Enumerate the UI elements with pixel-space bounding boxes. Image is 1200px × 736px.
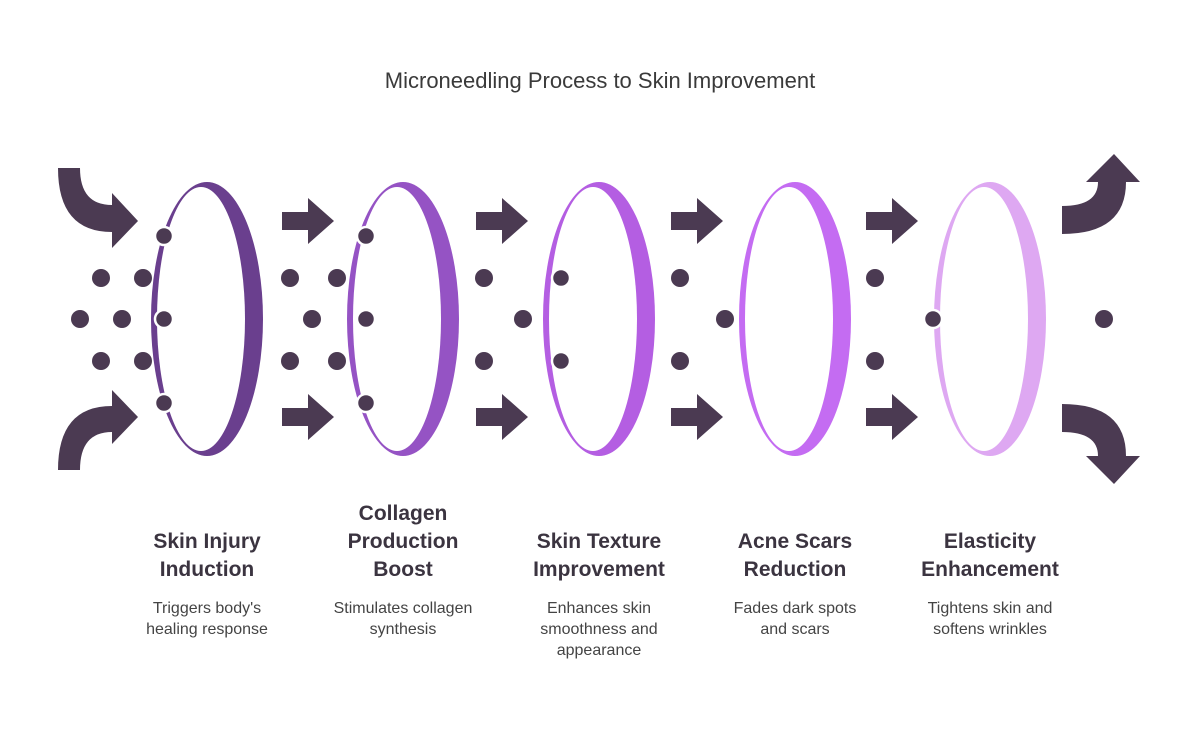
stage-title-line: Production [347,530,459,553]
particle-dot [303,310,321,328]
particle-dot [1095,310,1113,328]
stage-title-line: Improvement [533,558,665,581]
particle-dot [866,269,884,287]
particle-dot [671,352,689,370]
curved-arrow-out-top-icon [1062,154,1140,234]
right-arrow-icon [866,198,918,244]
stage-ring-hole [940,187,1028,451]
ring-edge-dot [550,350,572,372]
stage-title-line: Induction [159,558,255,581]
particle-dot [92,269,110,287]
stage-description-line: smoothness and [540,621,658,638]
arrows [58,154,1140,484]
ring-edge-dot [550,267,572,289]
particle-dot [716,310,734,328]
stage-description-line: Fades dark spots [733,600,857,617]
stage-description: Fades dark spots and scars [695,598,895,640]
particle-dot [281,352,299,370]
stage-title-line: Enhancement [921,558,1059,581]
particle-dot [475,269,493,287]
stage-description-line: Tightens skin and [927,600,1053,617]
right-arrow-icon [671,198,723,244]
ring-edge-dot [355,392,377,414]
ring-edge-dot [922,308,944,330]
particle-dot [328,352,346,370]
stage-ring-hole [549,187,637,451]
ring-edge-dots [153,225,944,414]
particle-dot [328,269,346,287]
ring-edge-dot [153,225,175,247]
right-arrow-icon [476,394,528,440]
right-arrow-icon [282,198,334,244]
page-title: Microneedling Process to Skin Improvemen… [384,68,816,93]
stage-description-line: appearance [556,642,642,659]
stage-title-line: Collagen [358,502,448,525]
particle-dot [134,269,152,287]
particle-dot [514,310,532,328]
particle-dot [281,269,299,287]
stage-description-line: healing response [146,621,268,638]
stage-title-line: Boost [373,558,433,581]
stage-title-line: Skin Injury [153,530,261,553]
ring-edge-dot [153,392,175,414]
right-arrow-icon [866,394,918,440]
stage-ring-hole [745,187,833,451]
stage-description-line: softens wrinkles [933,621,1047,638]
rings [151,182,1046,456]
particle-dot [671,269,689,287]
ring-edge-dot [355,308,377,330]
particle-dot [71,310,89,328]
curved-arrow-in-bottom-icon [58,390,138,470]
particle-dot [113,310,131,328]
stage-description-line: synthesis [369,621,437,638]
right-arrow-icon [671,394,723,440]
stage-description: Enhances skin smoothness and appearance [499,598,699,661]
ring-edge-dot [355,225,377,247]
stage-description: Tightens skin and softens wrinkles [890,598,1090,640]
particle-dot [866,352,884,370]
particle-dot [134,352,152,370]
stage-description-line: Enhances skin [546,600,652,617]
stage-description: Triggers body's healing response [107,598,307,640]
stage-title-line: Skin Texture [536,530,662,553]
stage-description: Stimulates collagen synthesis [303,598,503,640]
right-arrow-icon [282,394,334,440]
stage-title-line: Elasticity [943,530,1037,553]
stage-title-line: Acne Scars [737,530,853,553]
stage-ring-hole [157,187,245,451]
stage-ring-hole [353,187,441,451]
curved-arrow-in-top-icon [58,168,138,248]
particle-dot [475,352,493,370]
stage-description-line: and scars [760,621,830,638]
stage-description-line: Triggers body's [152,600,262,617]
curved-arrow-out-bottom-icon [1062,404,1140,484]
stage-title-line: Reduction [743,558,847,581]
particle-dot [92,352,110,370]
stage-description-line: Stimulates collagen [333,600,473,617]
ring-edge-dot [153,308,175,330]
right-arrow-icon [476,198,528,244]
